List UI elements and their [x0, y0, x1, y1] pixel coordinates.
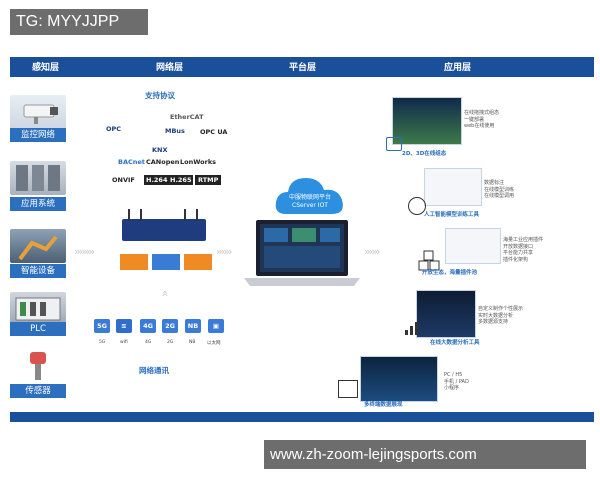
camera-icon	[10, 95, 66, 129]
protocol-h264: H.264	[144, 175, 170, 185]
ai-network-icon	[408, 197, 426, 215]
bottom-watermark: www.zh-zoom-lejingsports.com	[264, 440, 586, 469]
app-link-ai-training[interactable]: 人工智能模型训练工具	[424, 212, 480, 218]
protocol-canopen: CANopen	[146, 158, 180, 166]
app-caption-3d-config: 在线拖拽式组态 一键部署 web在线使用	[464, 110, 500, 129]
app-caption-plugin-pool: 海量工业应用插件 开放数据接口 平台能力共享 插件化架构	[503, 237, 544, 263]
cloud-shape	[272, 172, 348, 218]
bar-chart-icon	[404, 320, 422, 336]
arrow-comm-up: ››	[157, 292, 171, 297]
app-screenshot-multi-terminal	[360, 356, 438, 402]
protocol-mbus: MBus	[165, 127, 185, 135]
top-watermark: TG: MYYJJPP	[10, 9, 148, 35]
app-link-3d-config[interactable]: 2D、3D在线组态	[402, 151, 447, 157]
arrow-network-to-platform: ››››››	[216, 245, 232, 258]
iot-modules-image	[118, 250, 216, 274]
protocol-rtmp: RTMP	[195, 175, 222, 185]
comm-5g-icon: 5G	[94, 319, 110, 333]
robot-arm-icon	[10, 229, 66, 263]
cloud-label-en: CServer IOT	[292, 201, 328, 209]
protocol-bacnet: BACnet	[118, 158, 145, 166]
protocol-ethercat: EtherCAT	[170, 113, 204, 121]
comm-label-wifi: wifi	[120, 340, 128, 345]
comm-ethernet-icon: ▣	[208, 319, 224, 333]
app-link-plugin-pool[interactable]: 开放生态，海量插件池	[422, 270, 478, 276]
laptop-image	[242, 218, 362, 290]
app-caption-multi-terminal: PC / H5 手机 / PAD 小程序	[444, 372, 469, 391]
cubes-icon	[418, 250, 440, 272]
comm-label-5g: 5G	[99, 340, 106, 345]
comm-label-4g: 4G	[145, 340, 152, 345]
comm-4g-icon: 4G	[140, 319, 156, 333]
layer-header-bar: 感知层 网络层 平台层 应用层	[10, 57, 594, 77]
perception-label-plc: PLC	[10, 322, 66, 336]
monitor-icon	[386, 137, 402, 151]
header-network: 网络层	[156, 63, 184, 73]
protocols-title: 支持协议	[145, 91, 175, 100]
perception-label-system: 应用系统	[10, 197, 66, 211]
perception-label-device: 智能设备	[10, 264, 66, 278]
footer-bar	[10, 412, 594, 422]
server-rack-icon	[10, 161, 66, 195]
comm-label-2g: 2G	[167, 340, 174, 345]
comm-2g-icon: 2G	[162, 319, 178, 333]
cloud-label-cn: 中服物联网平台	[288, 194, 331, 201]
app-link-multi-terminal[interactable]: 多终端数据展现	[364, 402, 403, 408]
comm-title: 网络通讯	[139, 366, 169, 375]
header-perception: 感知层	[32, 63, 60, 73]
protocol-h265: H.265	[168, 175, 194, 185]
devices-icon	[338, 380, 358, 398]
comm-label-nb: NB	[189, 340, 196, 345]
protocol-opc: OPC	[106, 125, 122, 133]
cloud-label: 中服物联网平台 CServer IOT	[272, 194, 348, 209]
comm-label-ethernet: 以太网	[207, 341, 221, 346]
app-screenshot-bigdata	[416, 290, 476, 338]
app-screenshot-3d-config	[392, 97, 462, 145]
header-application: 应用层	[444, 63, 472, 73]
sensor-icon	[10, 350, 66, 384]
app-screenshot-ai-training	[424, 168, 482, 206]
app-screenshot-plugin-pool	[445, 228, 501, 264]
protocol-onvif: ONVIF	[112, 176, 135, 184]
gateway-device-image	[118, 205, 210, 245]
protocol-knx: KNX	[152, 146, 168, 154]
comm-wifi-icon: ≋	[116, 319, 132, 333]
arrow-platform-to-app: ››››››	[364, 245, 380, 258]
comm-nb-icon: NB	[185, 319, 201, 333]
protocol-opcua: OPC UA	[200, 128, 228, 136]
app-caption-bigdata: 自定义制作个性展示 实时大数据分析 多数据源支持	[478, 306, 524, 325]
app-caption-ai-training: 数据标注 在线模型训练 在线模型调用	[484, 180, 515, 199]
arrow-perception-to-network: ››››››››	[74, 245, 95, 258]
protocol-lonworks: LonWorks	[180, 158, 217, 166]
app-link-bigdata[interactable]: 在线大数据分析工具	[430, 340, 480, 346]
header-platform: 平台层	[289, 63, 317, 73]
perception-label-sensor: 传感器	[10, 384, 66, 398]
plc-icon	[10, 292, 66, 326]
perception-label-monitor: 监控网络	[10, 128, 66, 142]
